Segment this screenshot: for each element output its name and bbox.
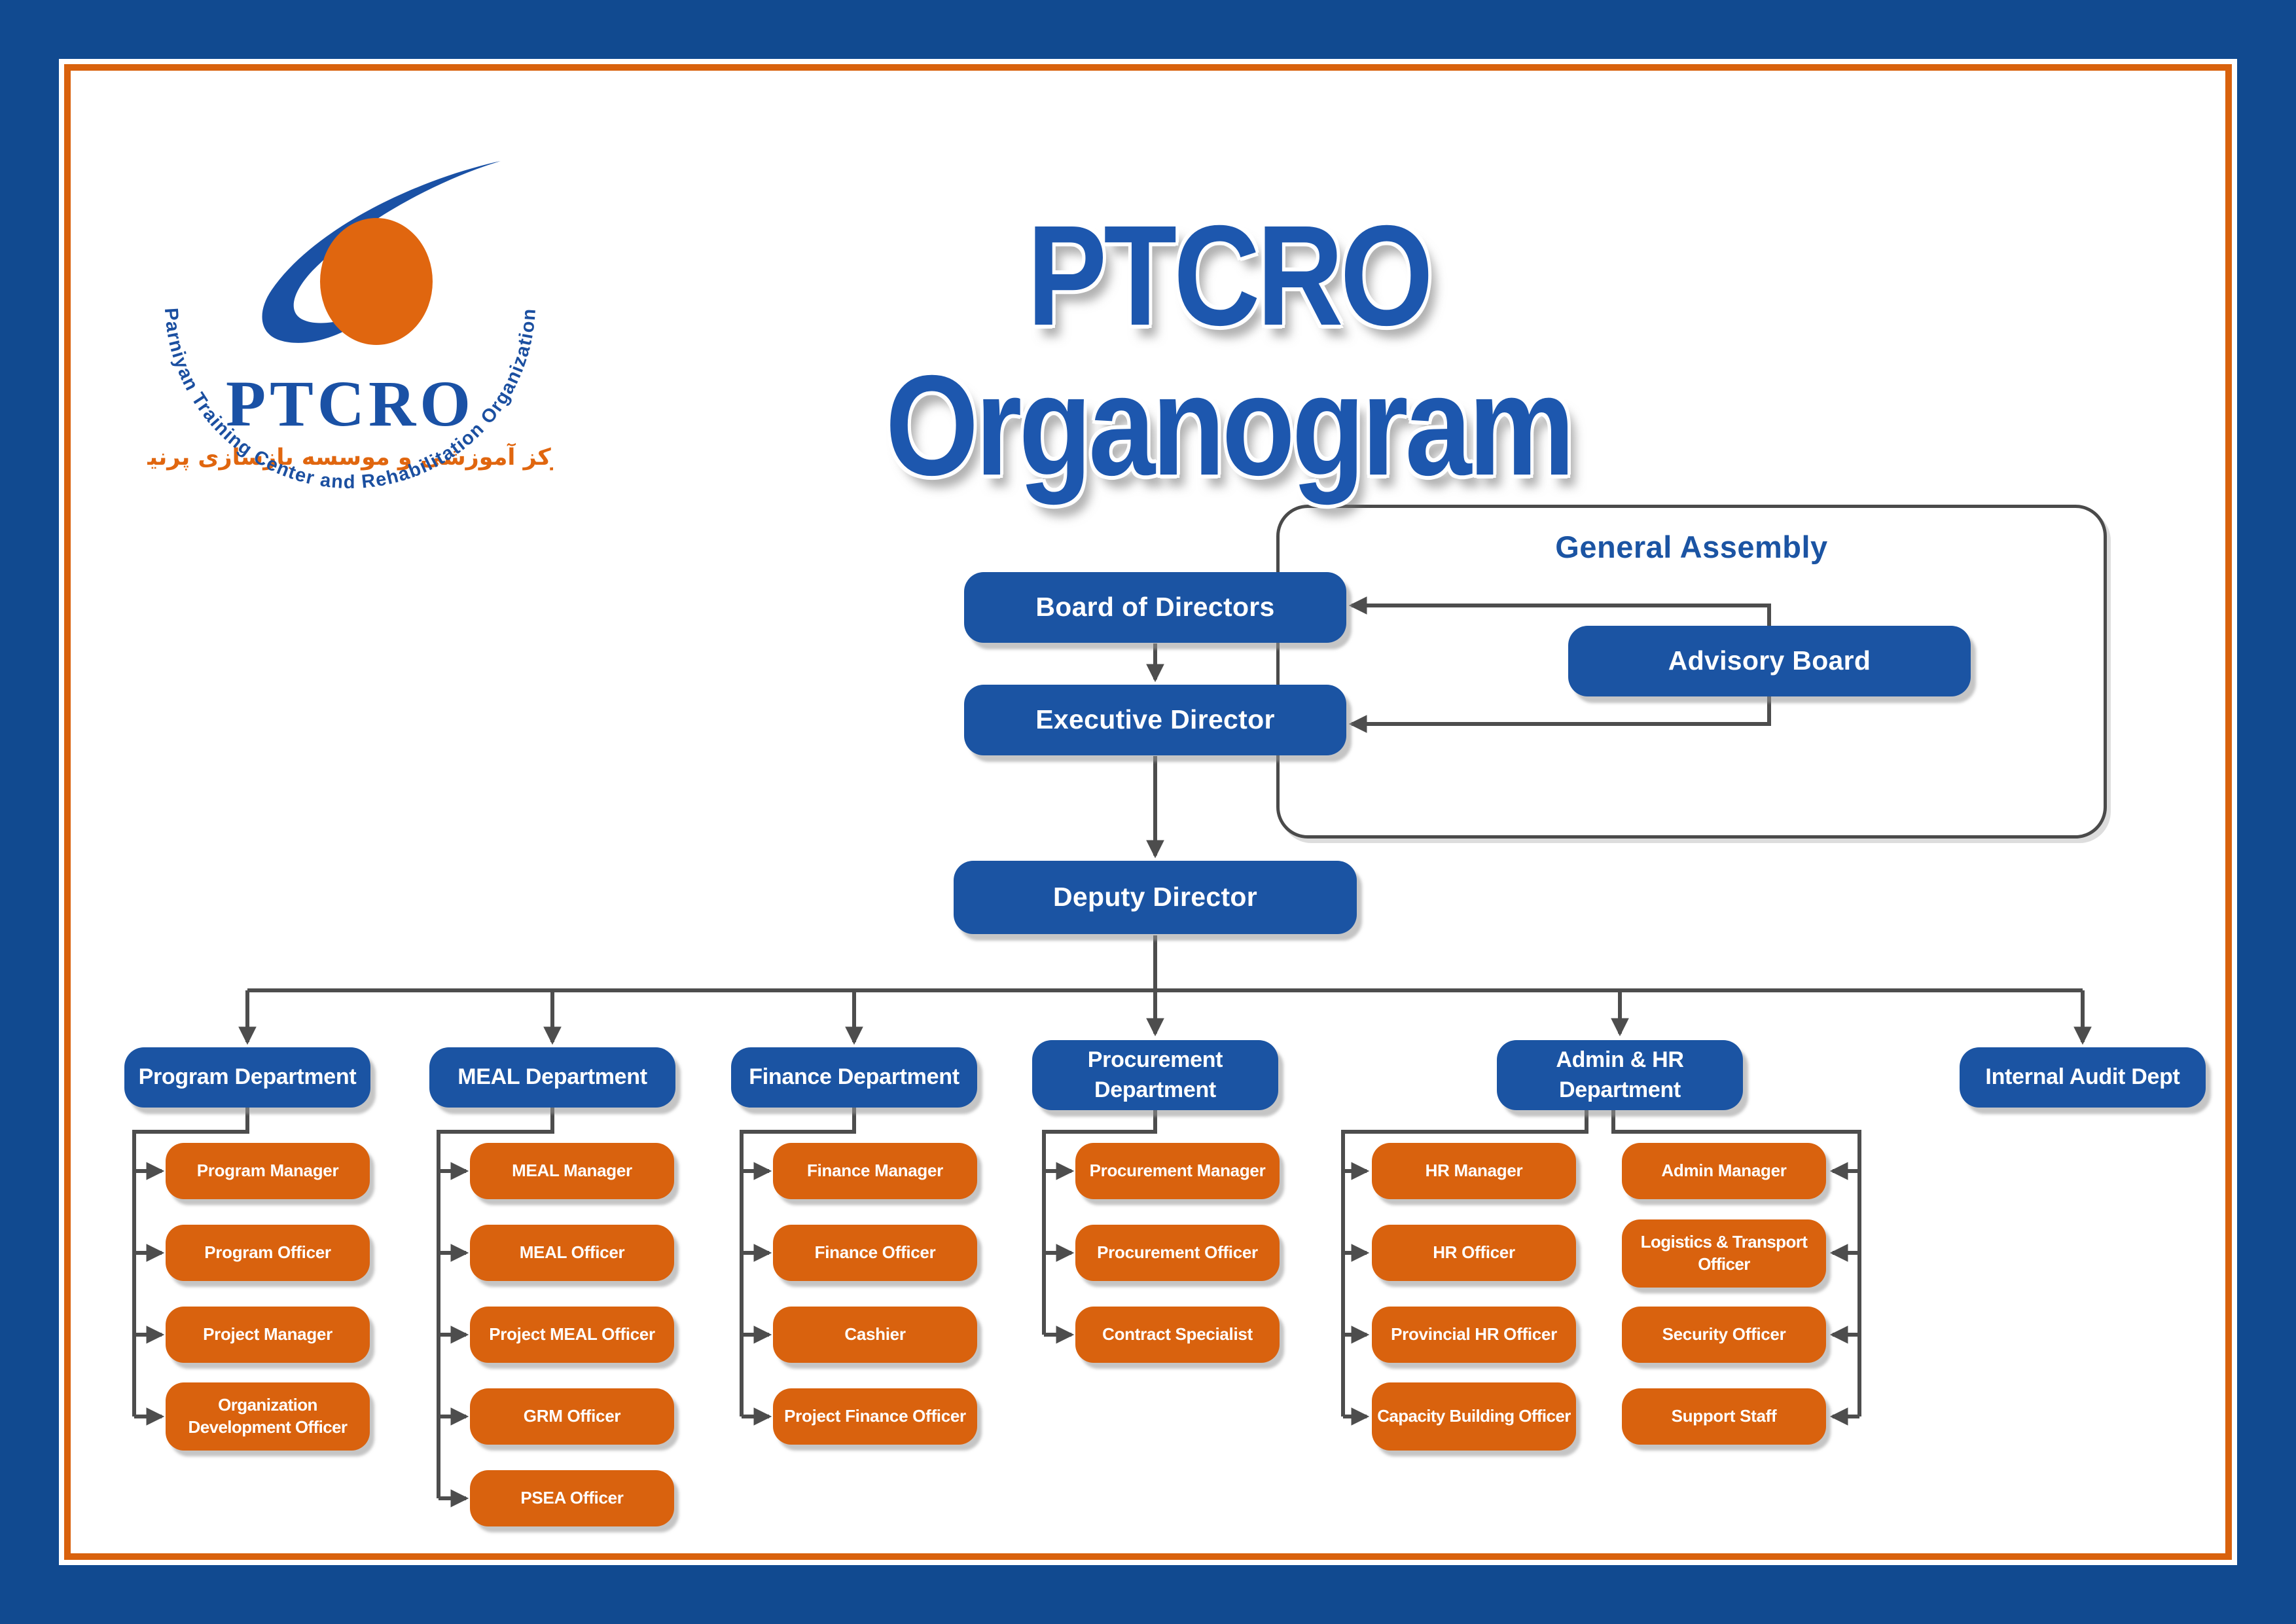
dept-procurement-box: Procurement Department xyxy=(1032,1040,1278,1110)
role-organization-development-officer: Organization Development Officer xyxy=(166,1382,370,1451)
ptcro-logo: PTCRO مرکز آموزشی و موسسه بازسازی پرنیان… xyxy=(147,161,553,493)
dept-internal-audit-box: Internal Audit Dept xyxy=(1960,1047,2206,1108)
dept-finance-box: Finance Department xyxy=(731,1047,977,1108)
role-contract-specialist: Contract Specialist xyxy=(1075,1307,1280,1363)
dept-meal-box: MEAL Department xyxy=(429,1047,675,1108)
role-program-manager: Program Manager xyxy=(166,1143,370,1199)
page-title: PTCRO Organogram xyxy=(885,196,1575,505)
dept-admin-hr-box: Admin & HR Department xyxy=(1497,1040,1743,1110)
role-cashier: Cashier xyxy=(773,1307,977,1363)
role-procurement-officer: Procurement Officer xyxy=(1075,1225,1280,1281)
role-project-meal-officer: Project MEAL Officer xyxy=(470,1307,674,1363)
role-program-officer: Program Officer xyxy=(166,1225,370,1281)
role-security-officer: Security Officer xyxy=(1622,1307,1826,1363)
role-provincial-hr-officer: Provincial HR Officer xyxy=(1372,1307,1576,1363)
role-finance-officer: Finance Officer xyxy=(773,1225,977,1281)
role-hr-manager: HR Manager xyxy=(1372,1143,1576,1199)
logo-dot-icon xyxy=(320,218,433,345)
role-grm-officer: GRM Officer xyxy=(470,1388,674,1445)
role-hr-officer: HR Officer xyxy=(1372,1225,1576,1281)
role-project-finance-officer: Project Finance Officer xyxy=(773,1388,977,1445)
deputy-director-box: Deputy Director xyxy=(954,861,1357,934)
role-support-staff: Support Staff xyxy=(1622,1388,1826,1445)
logo-acronym: PTCRO xyxy=(226,367,475,440)
logo-native-name: مرکز آموزشی و موسسه بازسازی پرنیان xyxy=(147,442,553,471)
executive-director-box: Executive Director xyxy=(964,685,1346,755)
role-procurement-manager: Procurement Manager xyxy=(1075,1143,1280,1199)
board-of-directors-box: Board of Directors xyxy=(964,572,1346,643)
role-capacity-building-officer: Capacity Building Officer xyxy=(1372,1382,1576,1451)
role-finance-manager: Finance Manager xyxy=(773,1143,977,1199)
dept-program-box: Program Department xyxy=(124,1047,370,1108)
general-assembly-group: General Assembly xyxy=(1276,505,2107,839)
role-project-manager: Project Manager xyxy=(166,1307,370,1363)
role-admin-manager: Admin Manager xyxy=(1622,1143,1826,1199)
role-meal-manager: MEAL Manager xyxy=(470,1143,674,1199)
general-assembly-label: General Assembly xyxy=(1555,530,1828,564)
role-logistics-transport-officer: Logistics & Transport Officer xyxy=(1622,1219,1826,1288)
logo-swoosh-icon xyxy=(262,161,501,343)
advisory-board-box: Advisory Board xyxy=(1568,626,1971,696)
role-psea-officer: PSEA Officer xyxy=(470,1470,674,1526)
role-meal-officer: MEAL Officer xyxy=(470,1225,674,1281)
